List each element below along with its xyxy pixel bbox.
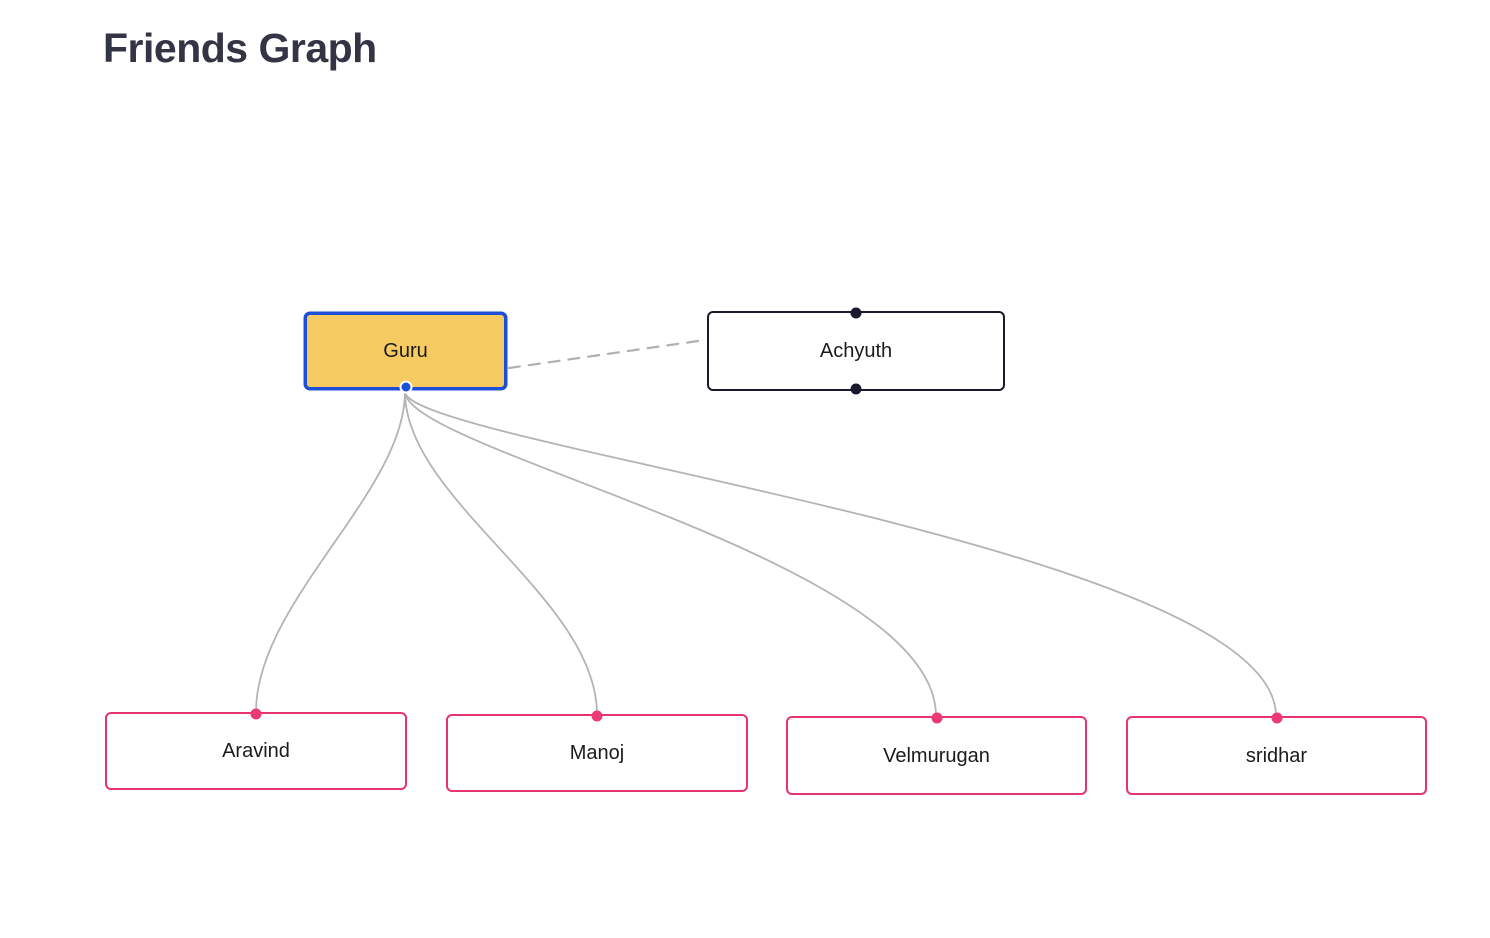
graph-node-aravind[interactable]: Aravind (105, 708, 407, 790)
velmurugan-top-port[interactable] (931, 712, 942, 724)
aravind-top-port[interactable] (250, 708, 262, 720)
achyuth-bottom-port[interactable] (850, 383, 862, 395)
graph-edge[interactable] (404, 391, 937, 717)
graph-node-achyuth[interactable]: Achyuth (707, 307, 1005, 395)
achyuth-top-port[interactable] (850, 307, 862, 319)
graph-node-velmurugan[interactable]: Velmurugan (786, 712, 1087, 795)
manoj-top-port[interactable] (591, 710, 603, 722)
graph-edge[interactable] (404, 391, 598, 715)
graph-node-label: Achyuth (819, 340, 893, 362)
graph-node-manoj[interactable]: Manoj (446, 710, 748, 792)
graph-edge[interactable] (404, 391, 1277, 717)
page-title: Friends Graph (103, 25, 377, 71)
graph-edge[interactable] (255, 391, 406, 713)
graph-node-label: Guru (383, 340, 428, 362)
graph-node-label: Aravind (222, 740, 290, 762)
graph-node-guru[interactable]: Guru (304, 312, 507, 394)
graph-node-sridhar[interactable]: sridhar (1126, 712, 1427, 795)
graph-node-label: sridhar (1245, 744, 1308, 767)
sridhar-top-port[interactable] (1271, 712, 1282, 724)
graph-node-label: Manoj (569, 742, 625, 764)
graph-node-label: Velmurugan (883, 744, 990, 767)
graph-edge[interactable] (507, 338, 707, 370)
guru-bottom-port[interactable] (399, 380, 412, 394)
